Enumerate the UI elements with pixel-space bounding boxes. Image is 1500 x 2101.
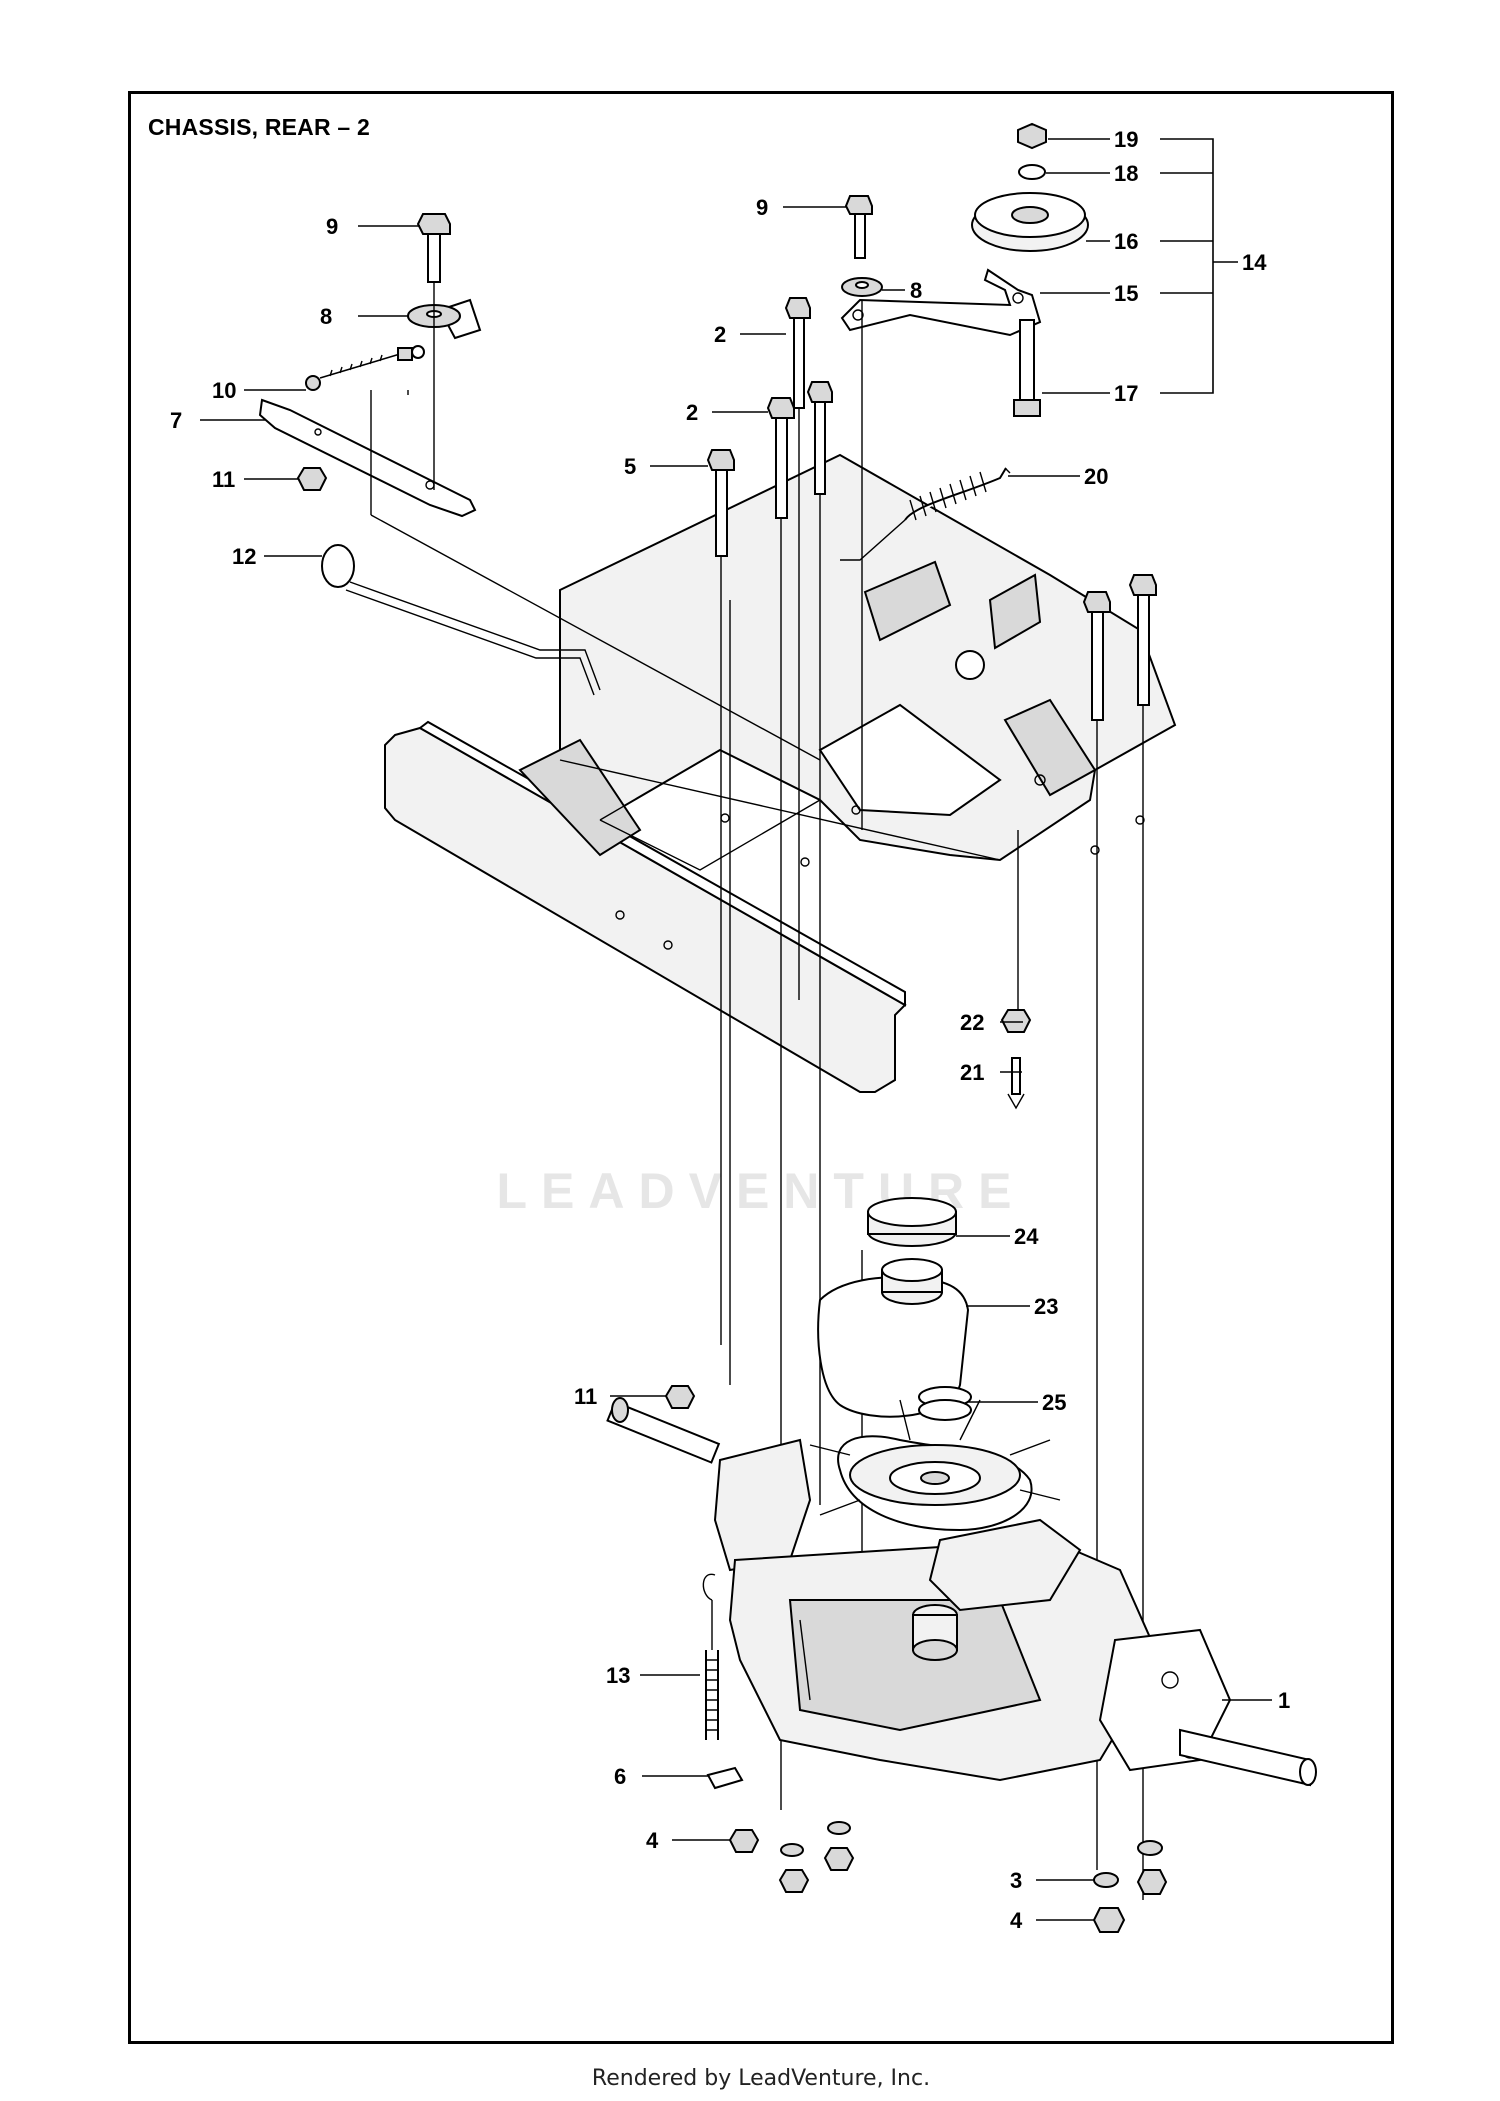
callout-9-left: 9 bbox=[326, 214, 338, 239]
callout-21: 21 bbox=[960, 1060, 984, 1085]
callout-15: 15 bbox=[1114, 281, 1138, 306]
hex-bolt-2-front bbox=[784, 297, 811, 409]
callout-17: 17 bbox=[1114, 381, 1138, 406]
callout-4-right: 4 bbox=[1010, 1908, 1023, 1933]
callout-19: 19 bbox=[1114, 127, 1138, 152]
callout-9-center: 9 bbox=[756, 195, 768, 220]
reservoir-tank bbox=[817, 1258, 970, 1418]
callout-11-upper: 11 bbox=[212, 467, 235, 492]
hex-nut-22 bbox=[1000, 1009, 1032, 1033]
callout-2-rear: 2 bbox=[686, 400, 698, 425]
lock-nut-11-lower bbox=[664, 1385, 696, 1409]
callout-1: 1 bbox=[1278, 1688, 1290, 1713]
callout-2-front: 2 bbox=[714, 322, 726, 347]
reservoir-cap bbox=[867, 1197, 957, 1247]
extension-spring-13 bbox=[702, 1573, 719, 1740]
callout-7: 7 bbox=[170, 408, 182, 433]
callout-14: 14 bbox=[1242, 250, 1267, 275]
callout-8-center: 8 bbox=[910, 278, 922, 303]
callout-12: 12 bbox=[232, 544, 256, 569]
lower-fasteners bbox=[728, 1821, 1168, 1933]
callout-20: 20 bbox=[1084, 464, 1108, 489]
rear-chassis-frame bbox=[384, 298, 1177, 1093]
hex-bolt-2-rear bbox=[766, 397, 795, 519]
hex-bolt-9-center bbox=[844, 195, 873, 259]
callout-8-left: 8 bbox=[320, 304, 332, 329]
callout-5: 5 bbox=[624, 454, 636, 479]
callout-10: 10 bbox=[212, 378, 236, 403]
clip-21 bbox=[1007, 1057, 1025, 1110]
callout-22: 22 bbox=[960, 1010, 984, 1035]
leader-lines bbox=[200, 138, 1272, 1921]
bracket-6 bbox=[706, 1766, 744, 1790]
cooling-fan bbox=[809, 1399, 1061, 1532]
diagram-frame bbox=[128, 91, 1394, 2044]
callout-24: 24 bbox=[1014, 1224, 1039, 1249]
pulley-bracket-assembly bbox=[840, 122, 1089, 417]
render-credit: Rendered by LeadVenture, Inc. bbox=[591, 2066, 931, 2091]
callout-16: 16 bbox=[1114, 229, 1138, 254]
callout-11-lower: 11 bbox=[574, 1384, 597, 1409]
callout-3: 3 bbox=[1010, 1868, 1022, 1893]
control-rod bbox=[321, 544, 601, 696]
lock-nut-11-upper bbox=[296, 467, 328, 491]
tension-spring bbox=[840, 467, 1011, 561]
hose-clamp-25 bbox=[918, 1386, 972, 1421]
callout-labels: 19 18 16 14 15 17 20 9 8 10 7 11 12 9 8 … bbox=[170, 127, 1290, 1933]
callout-18: 18 bbox=[1114, 161, 1138, 186]
callout-4-left: 4 bbox=[646, 1828, 659, 1853]
hex-bolt-9-left bbox=[416, 213, 451, 283]
washer-8-center bbox=[841, 277, 883, 297]
callout-23: 23 bbox=[1034, 1294, 1058, 1319]
ball-joint-cable bbox=[305, 345, 425, 391]
callout-6: 6 bbox=[614, 1764, 626, 1789]
callout-13: 13 bbox=[606, 1663, 630, 1688]
callout-25: 25 bbox=[1042, 1390, 1066, 1415]
hydrostatic-transaxle bbox=[606, 1397, 1317, 1787]
linkage-arm bbox=[258, 398, 477, 518]
diagram-title: CHASSIS, REAR – 2 bbox=[148, 114, 370, 140]
